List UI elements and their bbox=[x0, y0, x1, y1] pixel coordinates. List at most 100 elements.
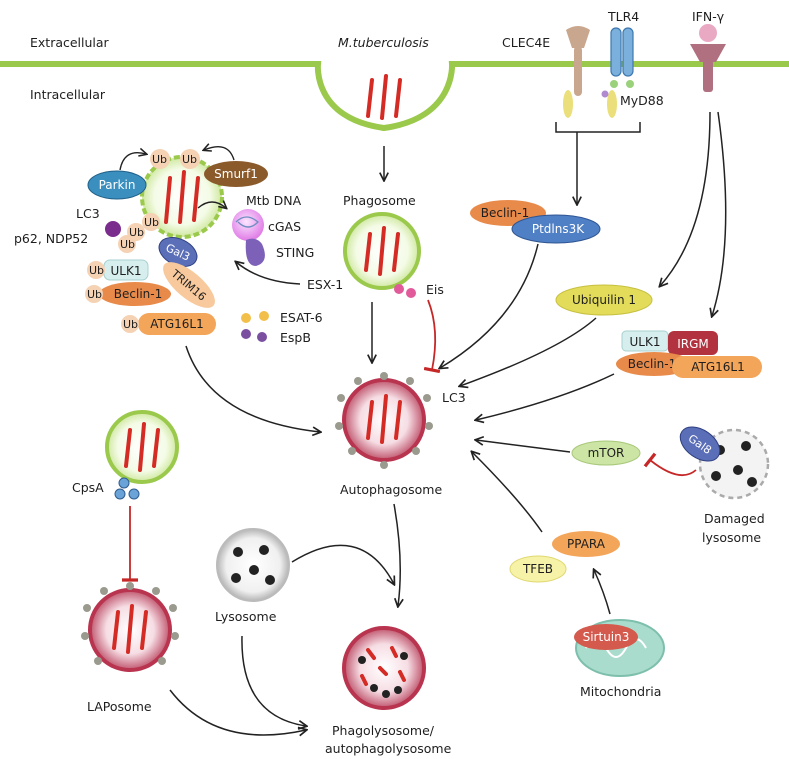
ifn-receptor bbox=[690, 24, 726, 92]
tfeb-protein bbox=[509, 555, 567, 583]
arrow-tfeb-autophagosome bbox=[472, 452, 543, 533]
sirtuin3-protein bbox=[574, 624, 638, 650]
lysosome bbox=[216, 528, 290, 602]
arrow-irgm-autophagosome bbox=[476, 373, 615, 420]
atg16l1-right-label: ATG16L1 bbox=[691, 360, 745, 374]
ptdins3k-protein bbox=[511, 214, 601, 244]
arrow-ubiquilin-autophagosome bbox=[460, 317, 597, 386]
ub-label: Ub bbox=[129, 226, 144, 239]
mtor-label: mTOR bbox=[588, 446, 625, 460]
ppara-label: PPARA bbox=[567, 537, 606, 551]
esat6-label: ESAT-6 bbox=[280, 310, 323, 325]
cgas-protein bbox=[232, 209, 264, 241]
ubiquilin-protein bbox=[555, 284, 653, 316]
parkin-protein bbox=[87, 170, 147, 200]
espb-label: EspB bbox=[280, 330, 311, 345]
beclin1-left-label: Beclin-1 bbox=[114, 287, 162, 301]
clec4e-label: CLEC4E bbox=[502, 35, 550, 50]
ub-label: Ub bbox=[89, 264, 104, 277]
irgm-protein bbox=[668, 331, 718, 355]
arrow-laposome-phagolysosome bbox=[169, 689, 306, 735]
arrow-smurf1-ub bbox=[204, 147, 235, 161]
laposome bbox=[81, 582, 179, 672]
arrow-ifn-irgm bbox=[712, 111, 727, 316]
lc3-dots bbox=[335, 372, 433, 469]
ulk1-left-label: ULK1 bbox=[111, 264, 142, 278]
esx1-label: ESX-1 bbox=[307, 277, 343, 292]
ifn-gamma-label: IFN-γ bbox=[692, 9, 725, 24]
arrow-parkin-ub bbox=[119, 153, 146, 171]
phagosome-label: Phagosome bbox=[343, 193, 416, 208]
parkin-label: Parkin bbox=[99, 178, 136, 192]
cgas-label: cGAS bbox=[268, 219, 301, 234]
laposome-label: LAPosome bbox=[87, 699, 152, 714]
bacteria-entering bbox=[366, 74, 402, 120]
p62-ndp52-label: p62, NDP52 bbox=[14, 231, 88, 246]
myd88-label: MyD88 bbox=[620, 93, 664, 108]
pathogen-label: M.tuberculosis bbox=[338, 35, 429, 50]
trim16-protein bbox=[163, 262, 215, 308]
autophagosome-label: Autophagosome bbox=[340, 482, 442, 497]
intracellular-label: Intracellular bbox=[30, 87, 106, 102]
arrow-autophagosome-phagolysosome bbox=[393, 503, 400, 606]
phagolysosome-label-2: autophagolysosome bbox=[325, 741, 452, 756]
phagolysosome bbox=[342, 626, 426, 710]
ubiquilin-label: Ubiquilin 1 bbox=[572, 293, 636, 307]
plasma-membrane bbox=[0, 61, 789, 132]
ub-label: Ub bbox=[144, 216, 159, 229]
arrow-lysosome-phagolysosome bbox=[241, 635, 306, 726]
atg16l1-left-protein bbox=[138, 313, 216, 335]
cpsa-phagosome bbox=[105, 410, 179, 500]
ub-cluster bbox=[118, 149, 200, 253]
esat6-particles bbox=[241, 311, 269, 323]
atg16l1-right-protein bbox=[672, 356, 762, 378]
lc3-left-label: LC3 bbox=[76, 206, 100, 221]
mtor-protein bbox=[571, 440, 641, 466]
lc3-center-label: LC3 bbox=[442, 390, 466, 405]
ub-label: Ub bbox=[152, 153, 167, 166]
espb-particles bbox=[241, 329, 267, 342]
sirtuin3-label: Sirtuin3 bbox=[583, 630, 630, 644]
irgm-label: IRGM bbox=[677, 337, 709, 351]
eis-label: Eis bbox=[426, 282, 444, 297]
inhibition-eis bbox=[423, 299, 441, 374]
ub-label: Ub bbox=[87, 288, 102, 301]
tlr4-receptor bbox=[601, 27, 634, 118]
tlr4-label: TLR4 bbox=[607, 9, 639, 24]
lysosome-label: Lysosome bbox=[215, 609, 277, 624]
arrow-dna-cgas bbox=[197, 202, 226, 208]
beclin1-left-protein bbox=[99, 282, 171, 306]
tfeb-label: TFEB bbox=[522, 562, 553, 576]
extracellular-label: Extracellular bbox=[30, 35, 110, 50]
ub-label: Ub bbox=[123, 318, 138, 331]
mtb-dna-label: Mtb DNA bbox=[246, 193, 302, 208]
atg16l1-left-label: ATG16L1 bbox=[150, 317, 204, 331]
ubiquitinated-bacterium bbox=[140, 155, 224, 239]
phagolysosome-label-1: Phagolysosome/ bbox=[332, 723, 435, 738]
arrow-ptdins3k-autophagosome bbox=[440, 243, 539, 368]
receptor-bracket bbox=[555, 122, 641, 133]
smurf1-label: Smurf1 bbox=[214, 167, 258, 181]
lc3-protein bbox=[105, 221, 121, 237]
mitochondria-label: Mitochondria bbox=[580, 684, 661, 699]
inhibition-gal8-mtor bbox=[643, 452, 697, 477]
damaged-lysosome-label-2: lysosome bbox=[702, 530, 761, 545]
ub-label: Ub bbox=[120, 238, 135, 251]
sting-protein bbox=[245, 238, 265, 266]
dna-helix-icon bbox=[235, 216, 259, 228]
beclin1-right2-label: Beclin-1 bbox=[628, 357, 676, 371]
gal8-protein bbox=[679, 426, 721, 462]
autophagosome bbox=[342, 378, 426, 462]
arrow-left-complex-autophagosome bbox=[185, 345, 320, 432]
ptdins3k-label: Ptdlns3K bbox=[532, 222, 585, 236]
arrow-ifn-ubiquilin bbox=[660, 111, 711, 286]
ulk1-right-label: ULK1 bbox=[630, 335, 661, 349]
cpsa-label: CpsA bbox=[72, 480, 104, 495]
arrow-esx1-sting bbox=[236, 262, 301, 285]
arrow-sirtuin-ppara bbox=[594, 570, 611, 615]
ppara-protein bbox=[552, 531, 620, 557]
ub-label: Ub bbox=[182, 153, 197, 166]
clec4e-receptor bbox=[563, 26, 590, 118]
phagosome bbox=[343, 212, 421, 298]
beclin1-right-label: Beclin-1 bbox=[481, 206, 529, 220]
